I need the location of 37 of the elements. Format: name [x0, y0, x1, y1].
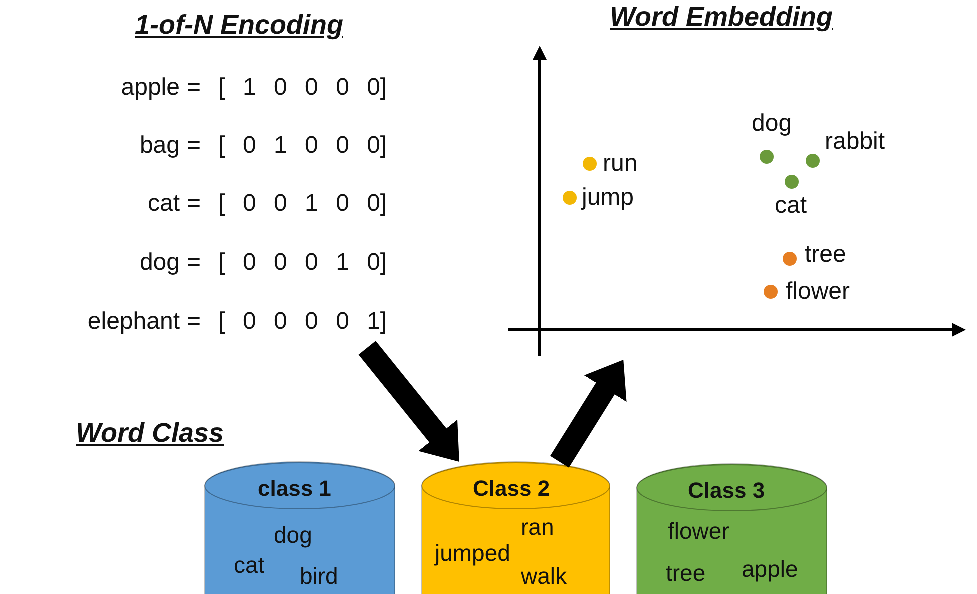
point-label: cat [775, 194, 808, 218]
word-label: jumped [435, 542, 510, 565]
vector-value: = [ 0 0 0 1 0] [187, 251, 388, 275]
word-label: cat [148, 192, 180, 216]
point-label: rabbit [825, 130, 886, 154]
word-label: ran [521, 516, 554, 539]
point-label: dog [752, 112, 792, 136]
block-arrow [550, 360, 627, 468]
word-label: tree [666, 562, 706, 585]
database-cylinder [204, 462, 396, 594]
point-label: jump [582, 186, 634, 210]
database-cylinder [636, 464, 828, 594]
vector-value: = [ 0 0 0 0 1] [187, 310, 388, 334]
word-label: dog [274, 524, 312, 547]
word-label: apple [742, 558, 798, 581]
word-label: bird [300, 565, 338, 588]
section-heading: Word Class [76, 420, 224, 447]
vector-value: = [ 1 0 0 0 0] [187, 76, 388, 100]
point-label: run [603, 152, 638, 176]
word-label: elephant [88, 310, 180, 334]
word-label: dog [140, 251, 180, 275]
word-label: apple [121, 76, 180, 100]
word-label: walk [521, 565, 568, 588]
point-label: flower [786, 280, 850, 304]
word-label: flower [668, 520, 730, 543]
block-arrow [358, 341, 460, 462]
section-heading: Word Embedding [610, 4, 833, 31]
vector-value: = [ 0 1 0 0 0] [187, 134, 388, 158]
class-name: class 1 [258, 478, 332, 500]
vector-value: = [ 0 0 1 0 0] [187, 192, 388, 216]
point-label: tree [805, 243, 846, 267]
word-label: bag [140, 134, 180, 158]
database-cylinder [421, 462, 611, 594]
class-name: Class 3 [688, 480, 766, 502]
word-label: cat [234, 554, 265, 577]
class-name: Class 2 [473, 478, 550, 500]
section-heading: 1-of-N Encoding [135, 12, 344, 39]
